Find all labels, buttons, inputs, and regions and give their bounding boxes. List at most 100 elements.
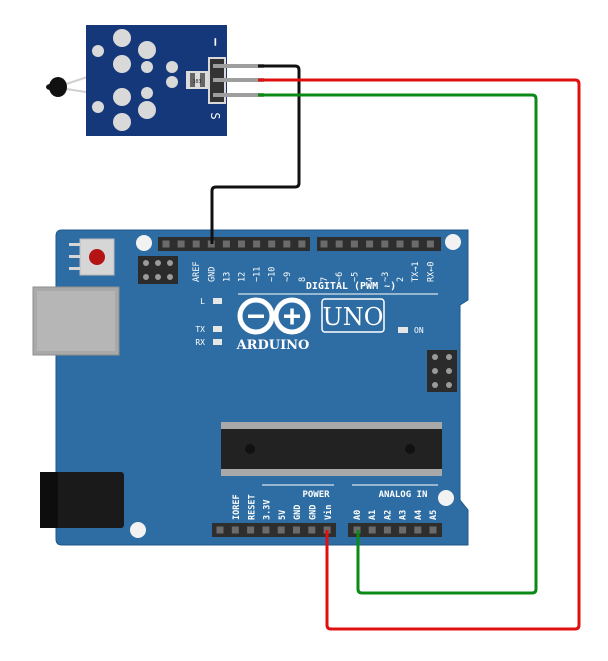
analog-pin[interactable] [429,526,437,534]
resistor-label: 103 [192,79,201,85]
digital-label: DIGITAL (PWM ~) [306,281,396,292]
icsp-pin [432,354,438,360]
pin-label: Vin [323,505,334,520]
digital-pin[interactable] [177,240,185,248]
digital-header-right [317,237,441,251]
icsp-pin [446,368,452,374]
led-l-label: L [200,297,205,306]
reset-button-cap [89,249,105,265]
digital-pin[interactable] [192,240,200,248]
digital-pin[interactable] [396,240,404,248]
analog-pin[interactable] [368,526,376,534]
led-rx [213,339,222,345]
pin-label: RESET [247,494,257,520]
icsp-pin [155,260,161,266]
mounting-hole [438,490,454,506]
digital-pin[interactable] [411,240,419,248]
pin-label: 7 [320,277,330,282]
pin-label: RX←0 [426,262,436,282]
reset-leg [69,255,80,258]
pcb-pad [141,87,153,99]
pin-label: ~6 [335,272,345,282]
pcb-pad [166,76,178,88]
digital-pin[interactable] [222,240,230,248]
power-pin[interactable] [231,526,239,534]
pin-label: A5 [429,510,439,520]
pin-label: 12 [238,272,248,282]
analog-pin[interactable] [399,526,407,534]
sensor-pin-signal[interactable] [213,93,264,97]
wire-vcc[interactable] [258,78,581,631]
pin-label: A3 [399,510,409,520]
power-pin[interactable] [247,526,255,534]
chip-dot [405,444,415,454]
power-pin[interactable] [216,526,224,534]
analog-pin[interactable] [383,526,391,534]
digital-pin[interactable] [162,240,170,248]
reset-button[interactable] [69,238,115,276]
digital-pin[interactable] [350,240,358,248]
reset-leg [69,243,80,246]
power-pin[interactable] [262,526,270,534]
dc-jack [40,472,124,528]
sensor-pin-vcc[interactable] [213,78,264,82]
led-on [398,327,408,333]
signal-pin-label: S [208,112,222,119]
arduino-brand-text: ARDUINO [236,338,310,353]
minus-pin-label: − [207,38,223,46]
mounting-hole [130,522,146,538]
wire-gnd[interactable] [210,64,301,244]
pcb-pad [113,113,131,131]
digital-pin[interactable] [426,240,434,248]
led-rx-label: RX [195,338,205,347]
pcb-pad [113,29,131,47]
digital-pin[interactable] [298,240,306,248]
dc-jack-front [40,472,58,528]
sensor-pin-gnd[interactable] [213,64,264,68]
digital-pin[interactable] [366,240,374,248]
pin-label: A2 [383,510,393,520]
power-pin[interactable] [293,526,300,534]
digital-pin[interactable] [320,240,328,248]
pcb-pad [138,101,156,119]
pin-label: IOREF [232,494,242,520]
bottom-header-pins [216,526,437,534]
arduino-logo-icon [237,297,311,335]
digital-pin[interactable] [268,240,276,248]
icsp-pin [143,260,149,266]
digital-pin[interactable] [283,240,291,248]
power-pin[interactable] [277,526,285,534]
led-on-label: ON [414,326,424,335]
led-tx [213,326,222,332]
pin-label: 8 [298,277,308,282]
analog-header [348,523,442,537]
icsp-pin [432,382,438,388]
icsp-pin [446,354,452,360]
reset-leg [69,267,80,270]
pin-label: 5V [278,510,288,520]
uno-badge [321,298,385,333]
pcb-pad [92,45,104,57]
pcb-pad [141,61,153,73]
power-label: POWER [302,490,330,500]
icsp-pin [167,260,173,266]
microcontroller-chip [221,422,442,476]
wire-signal[interactable] [258,93,538,595]
power-pin[interactable] [308,526,316,534]
digital-pin[interactable] [238,240,245,248]
pin-label: GND [293,505,303,520]
pin-label: ~11 [253,267,263,282]
icsp-header-top [138,256,178,284]
digital-pin[interactable] [381,240,389,248]
digital-pin[interactable] [253,240,261,248]
pcb-pad [138,41,156,59]
temperature-sensor-module[interactable]: 103 − S [46,25,264,136]
analog-pin[interactable] [414,526,422,534]
analog-label: ANALOG IN [379,490,428,500]
digital-pin[interactable] [335,240,343,248]
